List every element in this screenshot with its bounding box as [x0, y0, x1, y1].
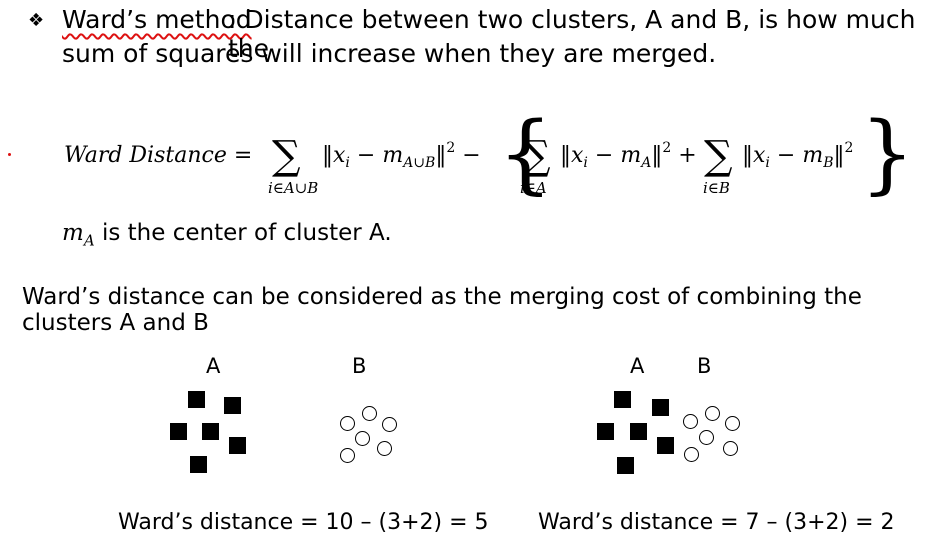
heading-definition-line2: sum of squares will increase when they a…	[62, 39, 717, 68]
sum-symbol-2: ∑	[522, 133, 551, 179]
cluster-a-point	[652, 399, 669, 416]
example1-result: Ward’s distance = 10 – (3+2) = 5	[118, 510, 489, 535]
sum-index-3: i∈B	[703, 179, 730, 197]
cluster-a-point	[614, 391, 631, 408]
cluster-a-point	[202, 423, 219, 440]
center-subscript: A	[83, 231, 95, 250]
center-symbol: m	[62, 220, 84, 246]
cluster-a-point	[597, 423, 614, 440]
bullet-icon: ❖	[28, 10, 45, 31]
example2-label-b: B	[697, 354, 712, 378]
sum-index-2: i∈A	[520, 179, 547, 197]
cluster-b-point	[382, 417, 397, 432]
term2: ‖xi − mA‖2 +	[560, 140, 697, 171]
cluster-b-point	[723, 441, 738, 456]
example2-label-a: A	[630, 354, 645, 378]
cluster-b-point	[683, 414, 698, 429]
formula-lhs: Ward Distance =	[64, 143, 252, 168]
center-note: mA is the center of cluster A.	[62, 220, 392, 250]
cluster-a-point	[190, 456, 207, 473]
heading-definition-line1: : Distance between two clusters, A and B…	[228, 5, 916, 63]
cluster-a-point	[170, 423, 187, 440]
example2-result: Ward’s distance = 7 – (3+2) = 2	[538, 510, 895, 535]
cluster-b-point	[684, 447, 699, 462]
center-note-text: is the center of cluster A.	[94, 220, 392, 246]
cluster-b-point	[377, 441, 392, 456]
cluster-b-point	[705, 406, 720, 421]
cluster-a-point	[224, 397, 241, 414]
cost-statement: Ward’s distance can be considered as the…	[22, 284, 862, 336]
term3: ‖xi − mB‖2	[742, 140, 853, 171]
left-brace: {	[498, 105, 553, 204]
cluster-b-point	[340, 448, 355, 463]
cluster-a-point	[188, 391, 205, 408]
right-brace: }	[860, 105, 915, 204]
cluster-a-point	[617, 457, 634, 474]
cluster-a-point	[229, 437, 246, 454]
ward-distance-formula: Ward Distance = ∑ i∈A∪B ‖xi − mA∪B‖2 − {…	[64, 105, 915, 204]
cluster-b-point	[340, 416, 355, 431]
cluster-b-point	[355, 431, 370, 446]
red-dot-mark	[8, 153, 11, 156]
cluster-b-point	[362, 406, 377, 421]
cluster-a-point	[630, 423, 647, 440]
sum-symbol-3: ∑	[704, 133, 733, 179]
term1: ‖xi − mA∪B‖2 −	[322, 140, 481, 171]
example1-label-b: B	[352, 354, 367, 378]
cluster-b-point	[699, 430, 714, 445]
sum-symbol-1: ∑	[272, 133, 301, 179]
sum-index-1: i∈A∪B	[268, 179, 318, 197]
cluster-a-point	[657, 437, 674, 454]
heading-term: Ward’s method	[62, 5, 252, 34]
cluster-b-point	[725, 416, 740, 431]
example1-label-a: A	[206, 354, 221, 378]
